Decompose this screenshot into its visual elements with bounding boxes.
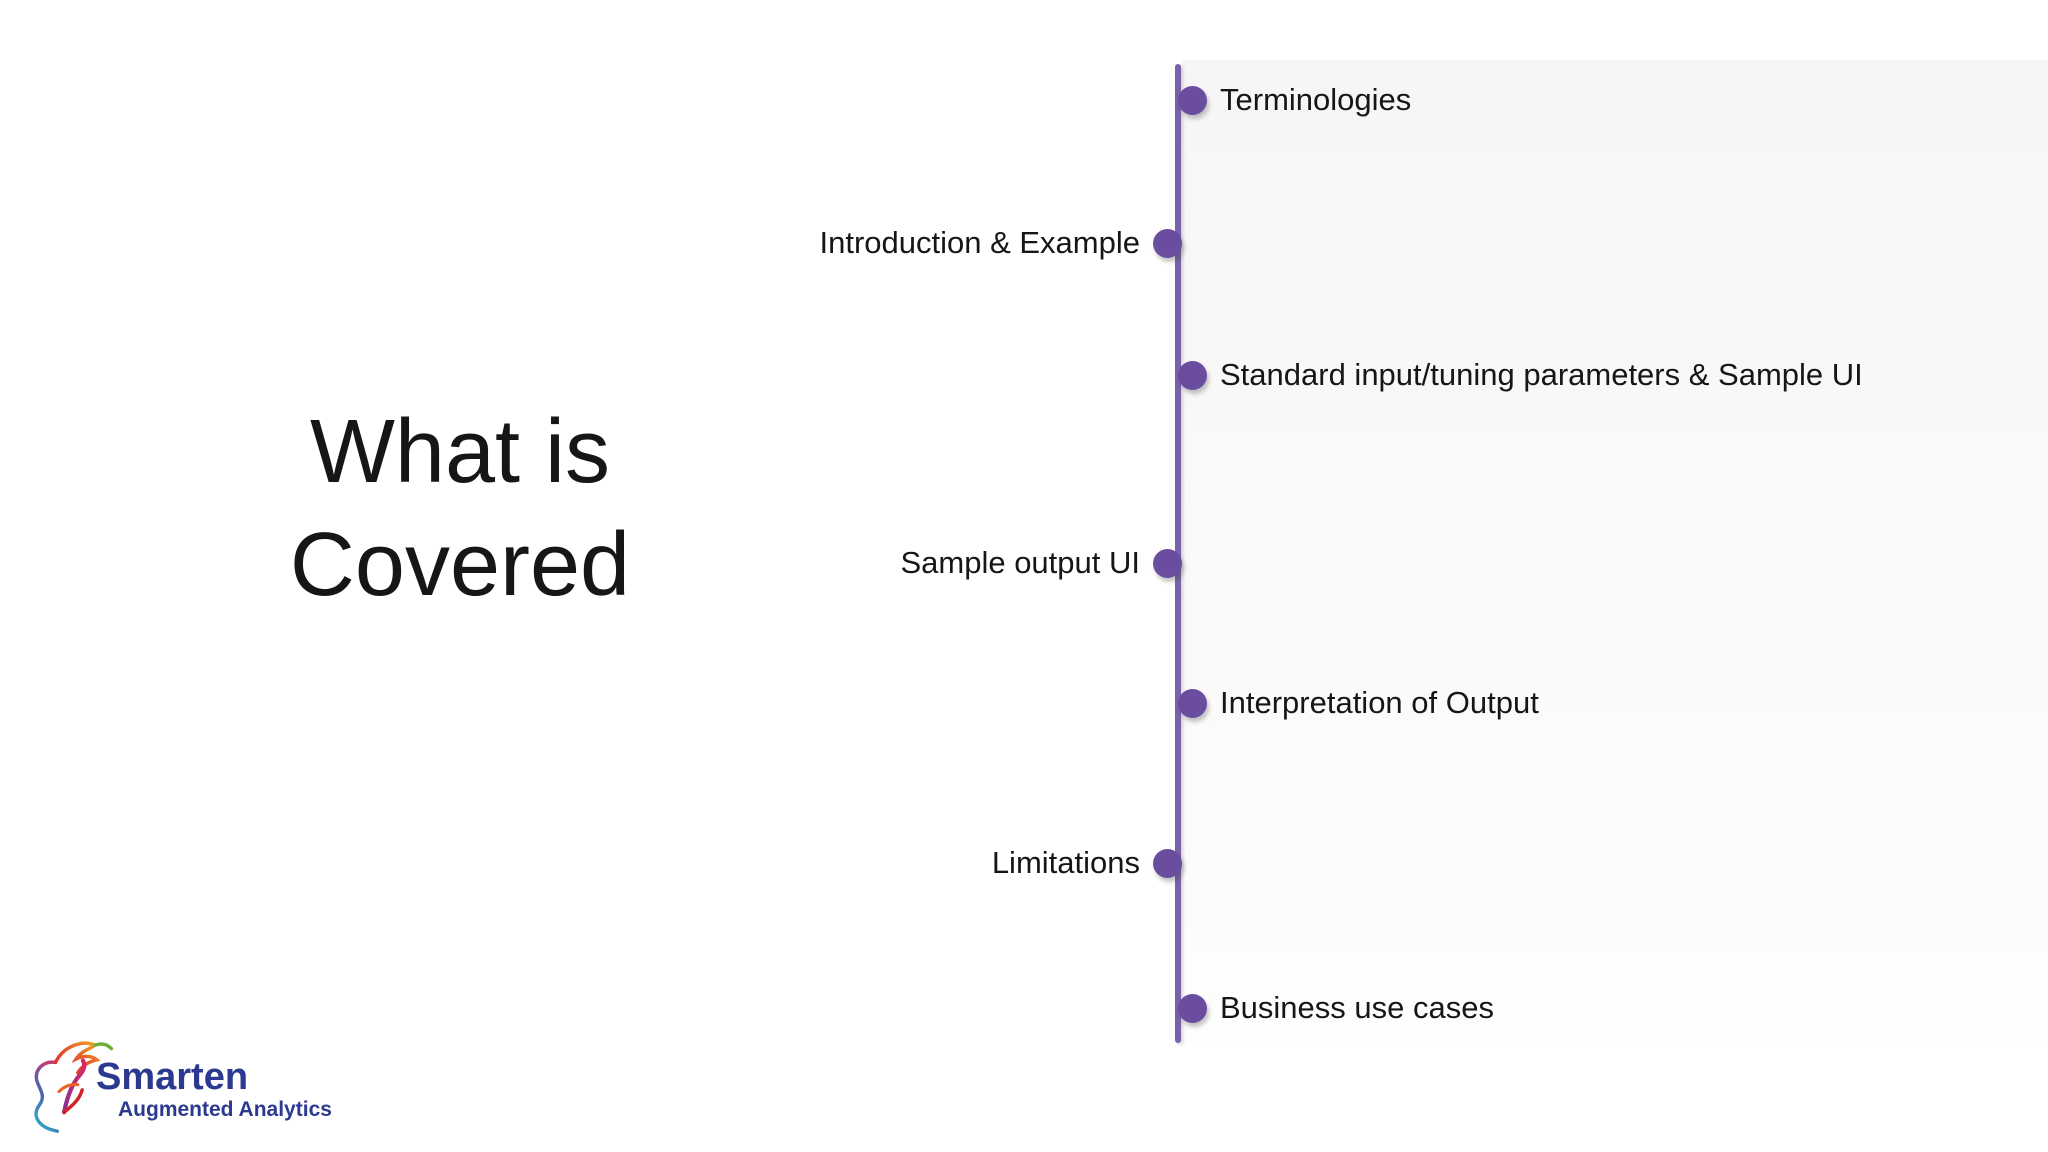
timeline-item-label: Standard input/tuning parameters & Sampl…	[1220, 357, 1863, 392]
smarten-logo-text: Smarten Augmented Analytics	[96, 1036, 332, 1122]
timeline-dot-icon	[1178, 360, 1207, 390]
smarten-logo-tagline: Augmented Analytics	[118, 1098, 332, 1121]
timeline-item-label: Introduction & Example	[819, 225, 1140, 260]
page-title-line1: What is	[309, 402, 611, 502]
timeline-item: Terminologies	[1178, 82, 1411, 118]
timeline-dot-icon	[1153, 228, 1182, 258]
timeline-item-label: Limitations	[991, 845, 1140, 880]
timeline-item: Introduction & Example	[819, 225, 1182, 261]
timeline-item: Business use cases	[1178, 990, 1494, 1026]
timeline-dot-icon	[1153, 548, 1182, 578]
page-title: What is Covered	[170, 396, 750, 622]
timeline-item: Sample output UI	[900, 545, 1182, 581]
timeline-dot-icon	[1178, 993, 1207, 1023]
timeline-item-label: Interpretation of Output	[1220, 685, 1539, 720]
timeline-item-label: Sample output UI	[900, 545, 1140, 580]
timeline-right-shading	[1181, 60, 2048, 1043]
timeline-item-label: Business use cases	[1220, 990, 1494, 1025]
smarten-logo-brand: Smarten	[96, 1056, 249, 1098]
timeline-item: Limitations	[992, 845, 1182, 881]
timeline-dot-icon	[1153, 848, 1182, 878]
timeline-dot-icon	[1178, 85, 1207, 115]
timeline-item: Standard input/tuning parameters & Sampl…	[1178, 357, 1863, 393]
smarten-logo: Smarten Augmented Analytics	[28, 1036, 332, 1136]
timeline-item: Interpretation of Output	[1178, 685, 1539, 721]
page-title-line2: Covered	[289, 515, 631, 615]
dancer-ribbon-icon	[34, 1041, 114, 1133]
timeline-dot-icon	[1178, 688, 1207, 718]
timeline-item-label: Terminologies	[1220, 82, 1412, 117]
